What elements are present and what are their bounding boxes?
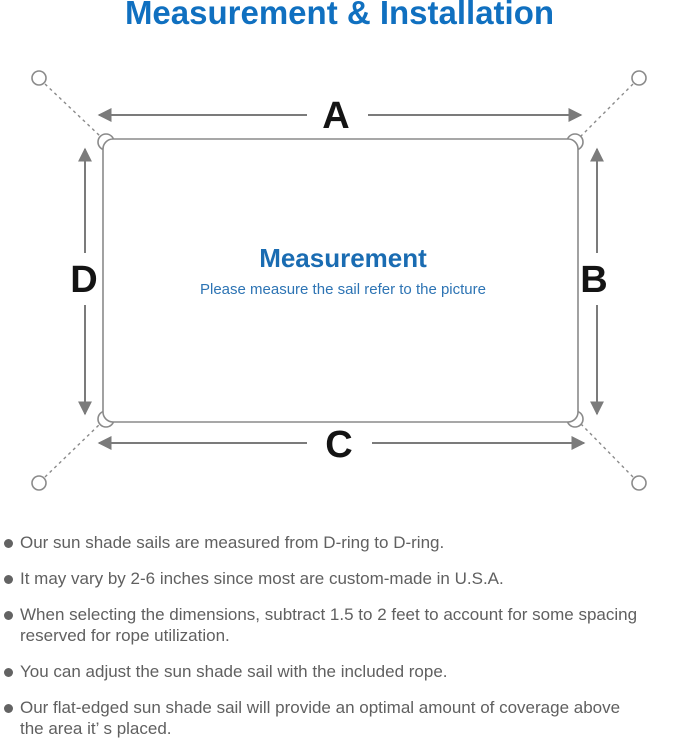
note-text: It may vary by 2-6 inches since most are… <box>20 569 504 588</box>
bullet-icon <box>4 668 13 677</box>
anchor-ring-top-right <box>631 70 647 86</box>
note-item-coverage: Our flat-edged sun shade sail will provi… <box>4 697 674 739</box>
measurement-diagram: A B C D Measurement Please measure the s… <box>31 70 647 491</box>
note-text: Our sun shade sails are measured from D-… <box>20 533 445 552</box>
diagram-center-heading: Measurement <box>259 243 427 273</box>
note-text: You can adjust the sun shade sail with t… <box>20 662 448 681</box>
note-text: When selecting the dimensions, subtract … <box>20 605 638 645</box>
anchor-ring-bottom-left <box>31 475 47 491</box>
note-item-vary-inches: It may vary by 2-6 inches since most are… <box>4 568 674 589</box>
diagram-center-subheading: Please measure the sail refer to the pic… <box>200 281 486 298</box>
dimension-label-b: B <box>580 259 607 301</box>
note-item-adjust-rope: You can adjust the sun shade sail with t… <box>4 661 674 682</box>
bullet-icon <box>4 575 13 584</box>
bullet-icon <box>4 539 13 548</box>
rope-line-top-right <box>580 83 634 137</box>
anchor-ring-bottom-right <box>631 475 647 491</box>
note-item-subtract-feet: When selecting the dimensions, subtract … <box>4 604 674 646</box>
shade-sail-outline <box>102 138 579 423</box>
note-item-measured-dring: Our sun shade sails are measured from D-… <box>4 532 674 553</box>
dimension-label-d: D <box>70 259 97 301</box>
rope-line-bottom-left <box>44 423 101 478</box>
bullet-icon <box>4 704 13 713</box>
page-title: Measurement & Installation <box>124 0 555 31</box>
anchor-ring-top-left <box>31 70 47 86</box>
dimension-label-a: A <box>322 95 349 137</box>
rope-line-top-left <box>44 83 101 137</box>
note-text: Our flat-edged sun shade sail will provi… <box>20 698 621 738</box>
rope-line-bottom-right <box>580 423 634 478</box>
dimension-label-c: C <box>325 424 352 466</box>
bullet-icon <box>4 611 13 620</box>
notes-list: Our sun shade sails are measured from D-… <box>4 532 674 739</box>
